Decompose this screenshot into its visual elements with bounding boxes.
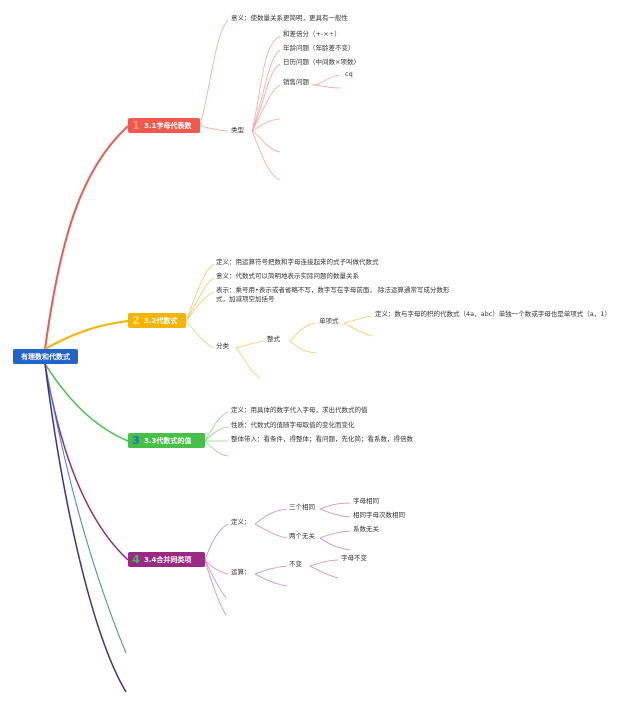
node-b2-integral[interactable]: 整式 xyxy=(267,335,280,343)
node-b2-monomial-def[interactable]: 定义：数与字母的积的代数式（4a，abc）单独一个数或字母也是单项式（a，1） xyxy=(375,310,611,318)
node-b2-def[interactable]: 定义：用运算符号把数和字母连接起来的式子叫做代数式 xyxy=(216,258,379,266)
branch-3-connectors xyxy=(204,411,229,457)
node-b3-whole[interactable]: 整体带入：看条件，得整体；看问题，先化简；看系数，得倍数 xyxy=(231,435,413,443)
branch-node-3-2[interactable]: 2 3.2代数式 xyxy=(128,313,186,328)
node-b3-def[interactable]: 定义：用具体的数字代入字母，求出代数式的值 xyxy=(231,406,368,414)
node-b4-letters-unchanged[interactable]: 字母不变 xyxy=(341,554,367,562)
node-b4-two-irrelevant[interactable]: 两个无关 xyxy=(289,532,315,540)
node-b1-type[interactable]: 类型 xyxy=(231,126,244,134)
branch-label: 3.4合并同类项 xyxy=(144,555,192,564)
branch-4-connectors xyxy=(204,502,351,616)
node-b1-type-2[interactable]: 年龄问题（年龄差不变） xyxy=(283,44,355,52)
node-b4-operation[interactable]: 运算： xyxy=(231,568,251,576)
branch-line-6 xyxy=(44,363,127,693)
branch-line-5 xyxy=(44,363,127,654)
node-b4-def[interactable]: 定义： xyxy=(231,518,251,526)
branch-label: 3.3代数式的值 xyxy=(144,436,192,445)
node-b1-type-1[interactable]: 和差倍分（+-×÷） xyxy=(283,30,341,38)
branch-label: 3.2代数式 xyxy=(144,316,178,325)
branch-number: 2 xyxy=(132,314,140,327)
node-b1-meaning[interactable]: 意义：使数量关系更简明，更具有一般性 xyxy=(231,14,348,22)
node-b2-monomial[interactable]: 单项式 xyxy=(319,317,339,325)
branch-2-connectors xyxy=(185,263,373,379)
branch-line-4 xyxy=(44,363,129,561)
node-b2-representation[interactable]: 表示：乘号用•表示或者省略不写，数字写在字母前面， 除法运算通常写成分数形式，加… xyxy=(216,286,450,304)
node-b4-letters-same[interactable]: 字母相同 xyxy=(353,497,379,505)
node-b4-three-same[interactable]: 三个相同 xyxy=(289,503,315,511)
branch-line-1 xyxy=(44,125,129,350)
branch-node-3-1[interactable]: 1 3.1字母代表数 xyxy=(128,118,200,133)
node-b2-meaning[interactable]: 意义：代数式可以简明地表示实际问题的数量关系 xyxy=(216,272,359,280)
branch-node-3-4[interactable]: 4 3.4合并同类项 xyxy=(128,552,205,567)
node-b2-classify[interactable]: 分类 xyxy=(216,342,229,350)
branch-1-connectors xyxy=(199,19,341,181)
node-b1-type-3[interactable]: 日历问题（中间数×项数） xyxy=(283,58,360,66)
branch-number: 3 xyxy=(132,434,140,447)
node-b3-nature[interactable]: 性质：代数式的值随字母取值的变化而变化 xyxy=(231,421,355,429)
branch-node-3-3[interactable]: 3 3.3代数式的值 xyxy=(128,433,205,448)
branch-label: 3.1字母代表数 xyxy=(144,121,192,130)
node-b1-type-4[interactable]: 销售问题 xyxy=(283,78,309,86)
node-b4-unchanged[interactable]: 不变 xyxy=(289,560,302,568)
branch-number: 4 xyxy=(132,553,140,566)
node-b4-power-same[interactable]: 相同字母次数相同 xyxy=(353,511,405,519)
root-node[interactable]: 有理数和代数式 xyxy=(13,349,78,364)
branch-line-3 xyxy=(44,363,129,442)
node-b4-coef-irrelevant[interactable]: 系数无关 xyxy=(353,525,379,533)
branch-line-2 xyxy=(44,320,129,350)
node-b1-cq[interactable]: cq xyxy=(345,70,353,78)
branch-number: 1 xyxy=(132,119,140,132)
